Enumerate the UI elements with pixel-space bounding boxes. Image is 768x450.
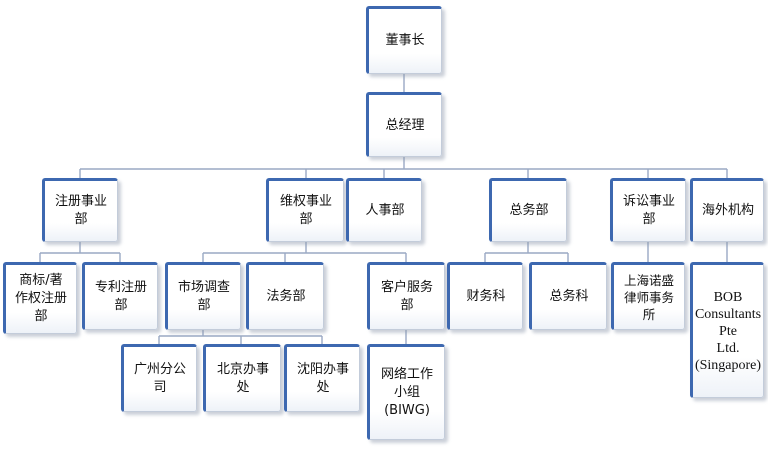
node-chairman: 董事长 (366, 6, 442, 74)
node-label: 沈阳办事 处 (296, 362, 349, 395)
node-label: 董事长 (385, 33, 425, 48)
node-shanghai-law-firm: 上海诺盛 律师事务 所 (611, 262, 685, 330)
node-shenyang-office: 沈阳办事 处 (284, 344, 360, 412)
node-label: 市场调查 部 (177, 280, 230, 313)
node-label: 网络工作 小组 (BIWG) (380, 367, 433, 418)
node-label: 维权事业 部 (279, 194, 332, 227)
node-beijing-office: 北京办事 处 (203, 344, 281, 412)
node-biwg: 网络工作 小组 (BIWG) (367, 344, 445, 440)
node-finance-section: 财务科 (447, 262, 523, 330)
node-label: 财务科 (466, 289, 506, 304)
node-label: 法务部 (266, 289, 306, 304)
node-hr-dept: 人事部 (346, 178, 422, 242)
node-litigation-dept: 诉讼事业 部 (610, 178, 686, 242)
node-general-section: 总务科 (529, 262, 607, 330)
node-general-manager: 总经理 (366, 92, 442, 157)
node-trademark-copyright-dept: 商标/著 作权注册 部 (3, 262, 77, 334)
node-overseas: 海外机构 (690, 178, 764, 242)
node-label: 人事部 (365, 203, 405, 218)
node-label: 广州分公 司 (133, 362, 186, 395)
node-label: 上海诺盛 律师事务 所 (623, 272, 674, 322)
node-label: 专利注册 部 (94, 280, 147, 313)
node-label: 总务科 (549, 289, 589, 304)
node-label: 总经理 (385, 117, 425, 133)
node-label: 总务部 (509, 203, 549, 218)
node-label: BOB Consultants Pte Ltd. (Singapore) (694, 289, 762, 373)
node-general-affairs-dept: 总务部 (489, 178, 567, 242)
node-customer-service-dept: 客户服务 部 (367, 262, 445, 330)
node-market-research-dept: 市场调查 部 (165, 262, 241, 330)
node-label: 客户服务 部 (380, 280, 433, 313)
node-label: 注册事业 部 (54, 194, 107, 227)
node-label: 北京办事 处 (216, 362, 269, 395)
node-legal-dept: 法务部 (246, 262, 324, 330)
node-patent-dept: 专利注册 部 (82, 262, 158, 330)
node-bob-consultants: BOB Consultants Pte Ltd. (Singapore) (690, 262, 764, 398)
node-registration-dept: 注册事业 部 (42, 178, 118, 242)
node-rights-dept: 维权事业 部 (266, 178, 344, 242)
node-label: 海外机构 (701, 203, 754, 218)
node-label: 诉讼事业 部 (622, 194, 675, 227)
node-guangzhou-branch: 广州分公 司 (121, 344, 197, 412)
node-label: 商标/著 作权注册 部 (14, 273, 67, 324)
